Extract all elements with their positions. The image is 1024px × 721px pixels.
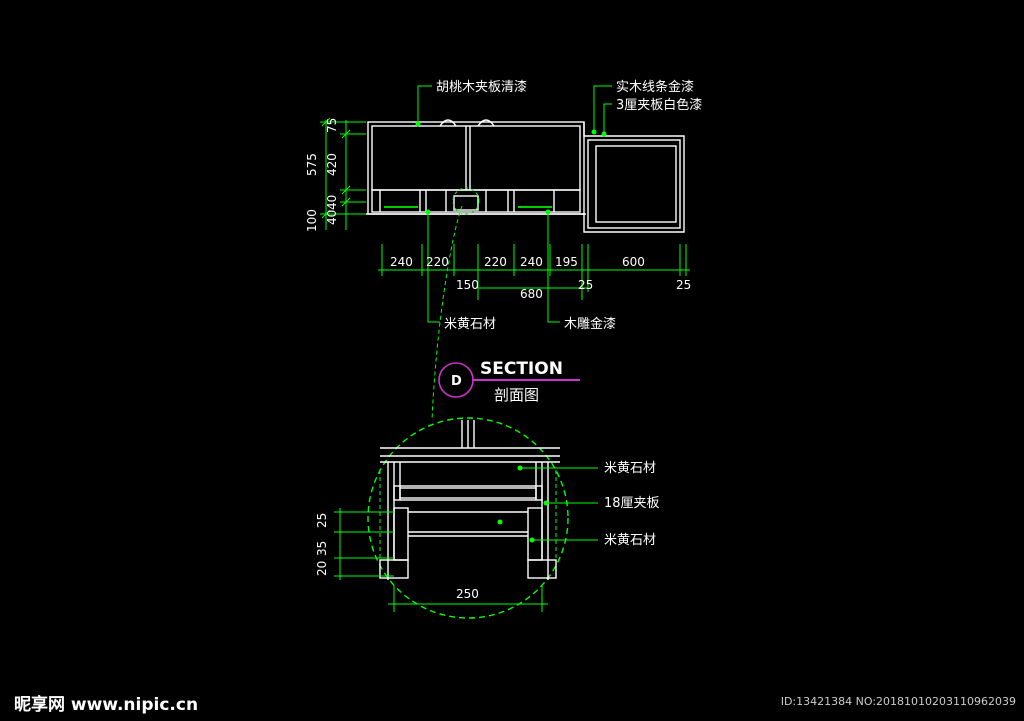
- detail-dim-25: 25: [315, 513, 329, 528]
- section-marker-letter: D: [451, 374, 462, 389]
- dim-bottom-600: 600: [622, 255, 645, 269]
- dim-left-40b: 40: [325, 210, 339, 225]
- dim-left-75: 75: [325, 118, 339, 133]
- watermark-brand: 昵享网 www.nipic.cn: [14, 695, 199, 715]
- label-beige-stone: 米黄石材: [444, 317, 496, 332]
- dim-bottom-220a: 220: [426, 255, 449, 269]
- dim-bottom-240b: 240: [520, 255, 543, 269]
- dim-left-100: 100: [305, 209, 319, 232]
- section-title: SECTION: [480, 359, 563, 379]
- detail-label-stone-top: 米黄石材: [604, 461, 656, 476]
- label-carved-gold: 木雕金漆: [564, 316, 616, 332]
- dim-bottom-220b: 220: [484, 255, 507, 269]
- label-walnut-ply: 胡桃木夹板清漆: [436, 79, 527, 95]
- detail-dim-35: 35: [315, 541, 329, 556]
- dim-below-25a: 25: [578, 278, 593, 292]
- dim-left-575: 575: [305, 153, 319, 176]
- dim-below-150: 150: [456, 278, 479, 292]
- label-white-ply: 3厘夹板白色漆: [616, 97, 702, 113]
- detail-label-stone-bottom: 米黄石材: [604, 533, 656, 548]
- dim-left-40a: 40: [325, 195, 339, 210]
- dim-bottom-240a: 240: [390, 255, 413, 269]
- detail-label-ply18: 18厘夹板: [604, 496, 660, 511]
- dim-left-420: 420: [325, 153, 339, 176]
- leader-dots: [415, 121, 607, 215]
- watermark-id: ID:13421384 NO:20181010203110962039: [780, 695, 1016, 708]
- dim-below-680: 680: [520, 287, 543, 301]
- detail-view: [334, 417, 598, 619]
- dim-bottom-195: 195: [555, 255, 578, 269]
- elevation-leaders: [417, 85, 612, 421]
- dim-below-25b: 25: [676, 278, 691, 292]
- label-solid-wood-gold: 实木线条金漆: [616, 79, 694, 95]
- detail-dim-20: 20: [315, 561, 329, 576]
- cabinet-elevation: [366, 119, 685, 233]
- bottom-dimension-lines: [378, 244, 690, 300]
- section-mark: [438, 362, 580, 398]
- section-subtitle: 剖面图: [494, 386, 539, 404]
- detail-dim-250: 250: [456, 587, 479, 601]
- left-dimension-lines: [320, 117, 366, 230]
